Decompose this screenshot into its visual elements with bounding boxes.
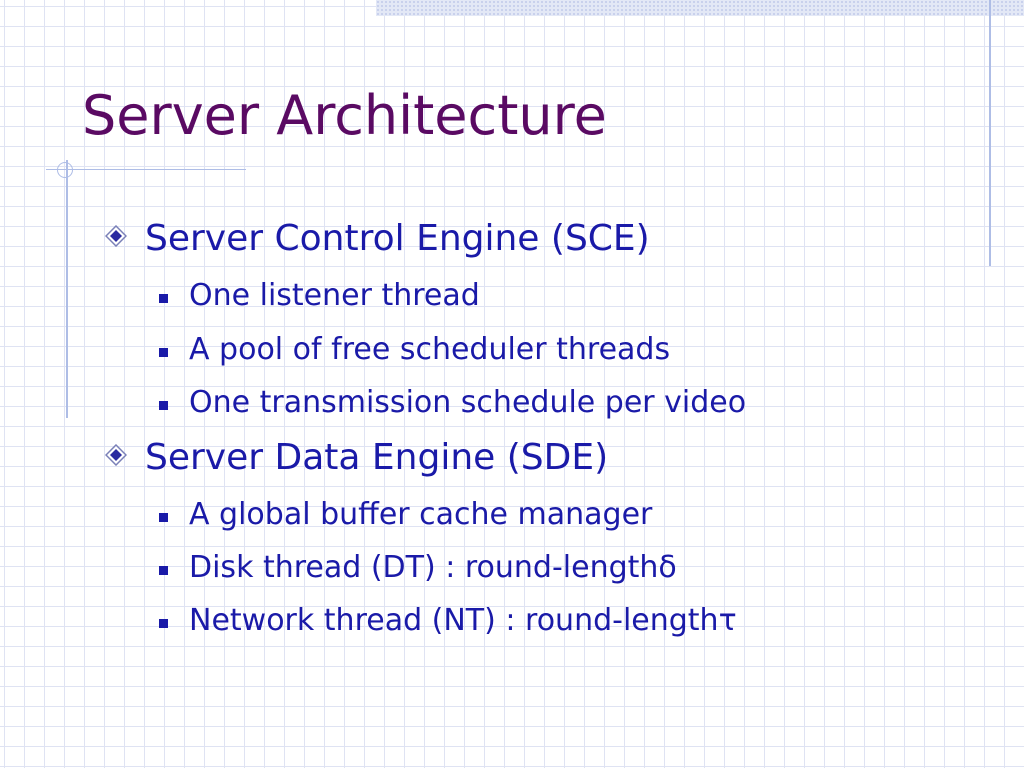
square-bullet-icon [159,513,168,522]
rule-ring-ornament [57,162,73,178]
list-item: Network thread (NT) : round-lengthτ [189,603,737,638]
right-vertical-rule [989,0,991,266]
top-decorative-band [376,0,1024,16]
slide-title: Server Architecture [82,84,607,147]
list-item: One transmission schedule per video [189,385,747,420]
list-item: A global buffer cache manager [189,497,653,532]
square-bullet-icon [159,294,168,303]
diamond-bullet-icon [105,444,127,466]
list-item: One listener thread [189,278,480,313]
diamond-bullet-icon [105,225,127,247]
square-bullet-icon [159,401,168,410]
section-heading-sde: Server Data Engine (SDE) [145,437,609,478]
list-item: Disk thread (DT) : round-lengthδ [189,550,677,585]
title-underline-rule [46,169,246,170]
square-bullet-icon [159,566,168,575]
square-bullet-icon [159,348,168,357]
square-bullet-icon [159,619,168,628]
section-heading-sce: Server Control Engine (SCE) [145,218,650,259]
left-vertical-rule [66,160,68,418]
list-item: A pool of free scheduler threads [189,332,671,367]
